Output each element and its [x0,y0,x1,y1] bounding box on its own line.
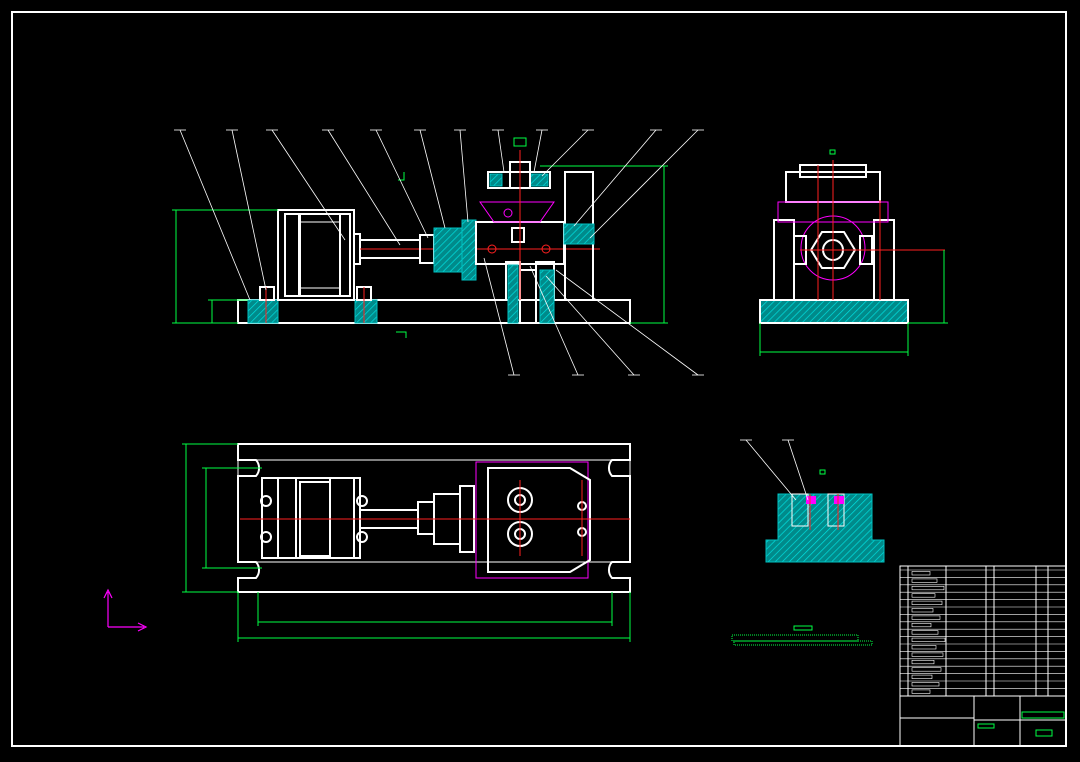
parts-list-cell-mark [911,615,941,620]
parts-list-cell-mark [911,571,931,576]
parts-list-cell-mark [911,652,944,657]
parts-list-cell-mark [911,608,934,613]
parts-list-cell-mark [911,578,938,583]
ucs-axis-icon [103,588,148,632]
parts-list-cell-mark [911,600,943,605]
parts-list-cell-mark [911,593,936,598]
notes-scale-bar [731,625,873,646]
drawing-border [11,11,1067,747]
parts-list-cell-mark [911,659,935,665]
parts-list-cell-mark [911,630,939,635]
front-view [172,129,704,376]
side-view [759,149,948,356]
parts-list-cell-mark [911,637,946,642]
parts-list-cell-mark [911,622,932,628]
top-view [182,443,631,642]
title-block [899,565,1067,747]
parts-list-cell-mark [911,667,942,672]
parts-list-cell-mark [911,645,937,650]
parts-list-cell-mark [911,689,931,694]
section-view [740,439,885,563]
parts-list-cell-mark [911,674,933,679]
parts-list-cell-mark [911,682,940,687]
parts-list-cell-mark [911,585,945,591]
